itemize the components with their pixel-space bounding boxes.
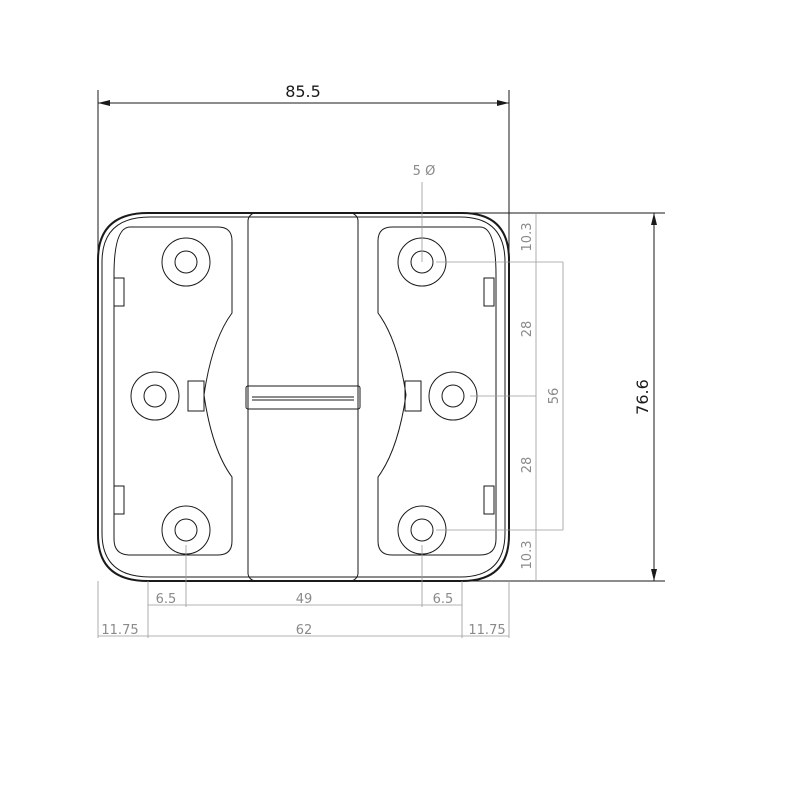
- left-hole-offset-label: 6.5: [156, 592, 177, 607]
- left-leaf: [113, 226, 233, 556]
- overall-width-label: 85.5: [285, 82, 321, 101]
- left-margin-label: 11.75: [101, 623, 138, 638]
- hole: [428, 371, 478, 421]
- lower-spacing-label: 28: [520, 457, 535, 474]
- dimension-overall-width: 85.5: [97, 82, 510, 260]
- overall-height-label: 76.6: [633, 379, 652, 415]
- plate-outline-inner: [101, 216, 506, 578]
- tab: [113, 277, 125, 307]
- tab: [483, 485, 495, 515]
- tab: [187, 380, 205, 412]
- inner-width-label: 62: [296, 623, 313, 638]
- top-offset-label: 10.3: [520, 223, 535, 252]
- hole-pitch-label: 49: [296, 592, 313, 607]
- right-hole-offset-label: 6.5: [433, 592, 454, 607]
- tab: [483, 277, 495, 307]
- vertical-pitch-label: 56: [547, 388, 562, 405]
- knuckle-joint: [245, 385, 361, 410]
- right-leaf: [377, 226, 497, 556]
- dimension-vertical-chain: 10.3 28 56 28 10.3: [436, 213, 564, 581]
- tab: [404, 380, 422, 412]
- hole: [130, 371, 180, 421]
- hinge-part: [97, 212, 510, 582]
- hole-diameter-label: 5 Ø: [413, 164, 436, 179]
- right-margin-label: 11.75: [468, 623, 505, 638]
- dimension-overall-height: 76.6: [462, 212, 665, 582]
- hole: [161, 237, 211, 287]
- dimension-horizontal-chain: 6.5 49 6.5 11.75 62 11.75: [97, 545, 510, 638]
- knuckle: [247, 212, 359, 582]
- dimension-hole-diameter: 5 Ø: [413, 164, 436, 262]
- bottom-offset-label: 10.3: [520, 541, 535, 570]
- tab: [113, 485, 125, 515]
- upper-spacing-label: 28: [520, 321, 535, 338]
